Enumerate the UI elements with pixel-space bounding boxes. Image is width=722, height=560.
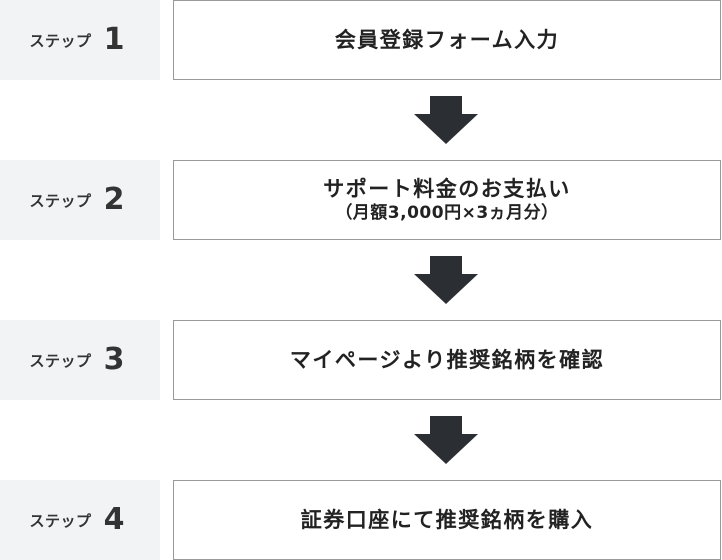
down-arrow-icon [414, 256, 478, 304]
step-number: 4 [103, 502, 125, 537]
step-number: 3 [103, 342, 125, 377]
step-number: 1 [103, 22, 125, 57]
step-row-1: ステップ 1 会員登録フォーム入力 [0, 0, 722, 80]
step-label-2: ステップ 2 [0, 160, 160, 240]
step-box-4: 証券口座にて推奨銘柄を購入 [173, 480, 721, 560]
step-word: ステップ [29, 31, 92, 50]
step-box-1: 会員登録フォーム入力 [173, 0, 721, 80]
step-subtitle: （月額3,000円×3ヵ月分） [335, 203, 559, 224]
step-title: 会員登録フォーム入力 [334, 27, 560, 52]
step-box-2: サポート料金のお支払い （月額3,000円×3ヵ月分） [173, 160, 721, 240]
step-title: サポート料金のお支払い [323, 176, 571, 201]
step-row-2: ステップ 2 サポート料金のお支払い （月額3,000円×3ヵ月分） [0, 160, 722, 240]
step-word: ステップ [29, 191, 92, 210]
step-box-3: マイページより推奨銘柄を確認 [173, 320, 721, 400]
step-row-3: ステップ 3 マイページより推奨銘柄を確認 [0, 320, 722, 400]
step-title: マイページより推奨銘柄を確認 [289, 347, 605, 372]
step-label-4: ステップ 4 [0, 480, 160, 560]
step-title: 証券口座にて推奨銘柄を購入 [300, 507, 594, 532]
step-row-4: ステップ 4 証券口座にて推奨銘柄を購入 [0, 480, 722, 560]
step-number: 2 [103, 182, 125, 217]
down-arrow-icon [414, 416, 478, 464]
down-arrow-icon [414, 96, 478, 144]
step-label-1: ステップ 1 [0, 0, 160, 80]
step-word: ステップ [29, 511, 92, 530]
step-word: ステップ [29, 351, 92, 370]
step-label-3: ステップ 3 [0, 320, 160, 400]
